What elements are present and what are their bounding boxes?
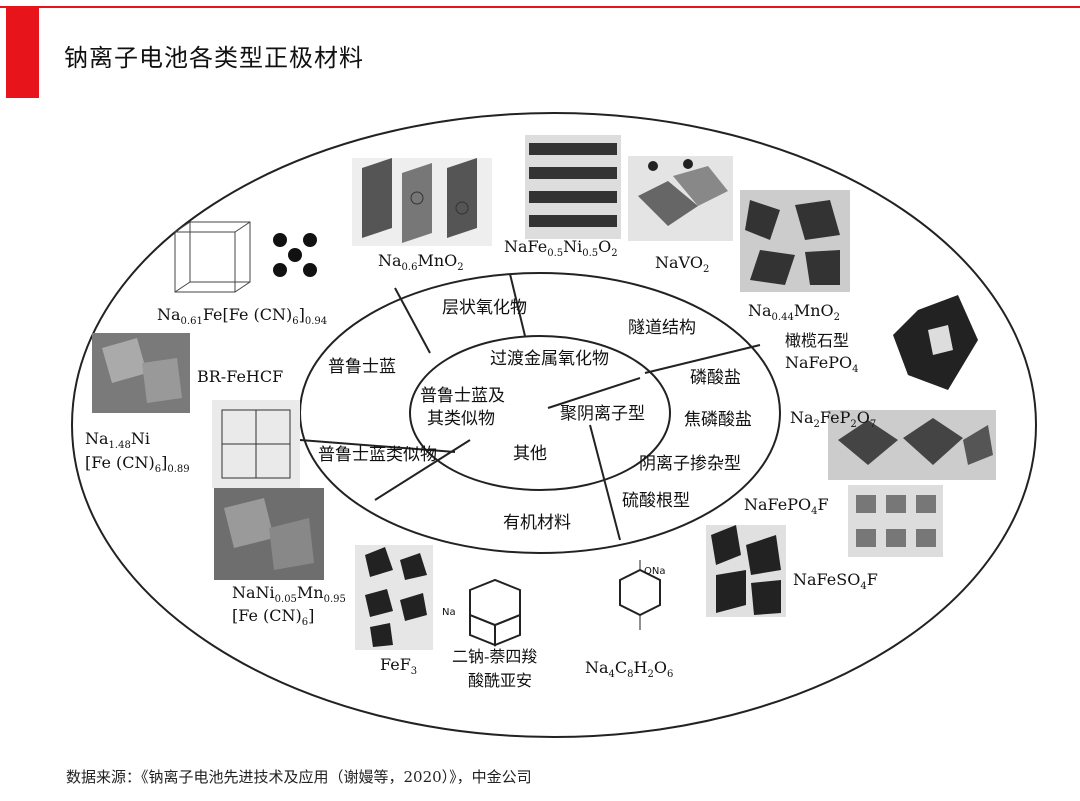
material-label-ndianhydride1: 二钠-萘四羧 xyxy=(452,647,537,666)
material-label-na061fe: Na0.61Fe[Fe (CN)6]0.94 xyxy=(157,305,327,327)
structure-image-na061fe-lattice xyxy=(174,221,251,293)
ring-label-tunnel: 隧道结构 xyxy=(628,318,696,338)
ring-label-pyrophosphate: 焦磷酸盐 xyxy=(684,410,752,430)
structure-image-na148ni xyxy=(212,400,300,488)
material-label-na148ni1: Na1.48Ni xyxy=(85,429,150,451)
divider-pb-analog xyxy=(299,439,456,453)
material-label-nafepo4f: NaFePO4F xyxy=(744,495,829,517)
ring-label-sulfate: 硫酸根型 xyxy=(622,491,690,511)
center-label-prussian-1: 普鲁士蓝及 xyxy=(420,386,505,406)
structure-image-navo2 xyxy=(628,156,733,241)
structure-image-naphthalene-diimide: Na xyxy=(442,578,521,647)
structure-image-nafenio2 xyxy=(525,135,621,239)
center-label-other: 其他 xyxy=(513,444,547,464)
molecule-na-label: Na xyxy=(442,607,456,618)
title-accent-bar xyxy=(6,6,39,98)
structure-image-brfehcf-sem xyxy=(92,333,190,413)
structure-image-nafeso4f xyxy=(706,525,786,617)
material-label-na2fep2o7: Na2FeP2O7 xyxy=(790,408,876,430)
material-label-fef3: FeF3 xyxy=(380,655,417,677)
structure-image-na06mno2 xyxy=(352,158,492,246)
material-label-ndianhydride2: 酸酰亚安 xyxy=(468,671,532,690)
divider-prussian-other xyxy=(374,439,471,501)
material-label-brfehcf: BR-FeHCF xyxy=(197,367,283,386)
ring-label-layered-oxide: 层状氧化物 xyxy=(442,298,527,318)
divider-other-organic xyxy=(589,424,621,541)
divider-oxide-polyanion xyxy=(644,344,761,374)
structure-image-na2fep2o7 xyxy=(828,410,996,480)
material-label-na044mno2: Na0.44MnO2 xyxy=(748,301,840,323)
ring-label-pb-analog: 普鲁士蓝类似物 xyxy=(318,445,437,465)
material-label-navo2: NaVO2 xyxy=(655,253,709,275)
inner-ellipse xyxy=(409,335,671,491)
center-label-polyanion: 聚阴离子型 xyxy=(560,404,645,424)
molecule-ona-label: ONa xyxy=(644,566,665,577)
center-label-prussian-2: 其类似物 xyxy=(427,409,495,429)
material-label-nafepo4: NaFePO4 xyxy=(785,353,859,375)
center-label-oxide: 过渡金属氧化物 xyxy=(490,349,609,369)
material-label-na4c8h2o6: Na4C8H2O6 xyxy=(585,658,673,680)
material-label-nafenio2: NaFe0.5Ni0.5O2 xyxy=(504,237,618,259)
material-label-na06mno2: Na0.6MnO2 xyxy=(378,251,464,273)
structure-image-nanimn-sem xyxy=(214,488,324,580)
ring-label-organic: 有机材料 xyxy=(503,513,571,533)
structure-image-na044mno2 xyxy=(740,190,850,292)
material-label-na148ni2: [Fe (CN)6]0.89 xyxy=(85,453,190,475)
divider-oxide-tunnel xyxy=(509,273,526,337)
data-source-footnote: 数据来源：《钠离子电池先进技术及应用（谢嫚等，2020）》，中金公司 xyxy=(66,768,532,786)
material-label-olivine: 橄榄石型 xyxy=(785,331,849,350)
structure-image-na061fe-balls xyxy=(273,233,317,277)
outer-ellipse xyxy=(71,112,1037,738)
structure-image-fef3 xyxy=(355,545,433,650)
ring-label-phosphate: 磷酸盐 xyxy=(690,368,741,388)
ring-label-anion-doped: 阴离子掺杂型 xyxy=(639,454,741,474)
material-label-nafeso4f: NaFeSO4F xyxy=(793,570,878,592)
material-label-nanimn1: NaNi0.05Mn0.95 xyxy=(232,583,346,605)
ring-label-prussian-blue: 普鲁士蓝 xyxy=(328,357,396,377)
material-label-nanimn2: [Fe (CN)6] xyxy=(232,606,314,628)
divider-oxide-prussian xyxy=(394,287,431,354)
top-red-rule xyxy=(0,6,1080,8)
structure-image-na4c8h2o6: ONa xyxy=(619,560,665,630)
structure-image-nafepo4 xyxy=(893,295,978,390)
divider-polyanion-other xyxy=(547,377,641,409)
structure-image-nafepo4f xyxy=(848,485,943,557)
page-title: 钠离子电池各类型正极材料 xyxy=(64,44,364,72)
